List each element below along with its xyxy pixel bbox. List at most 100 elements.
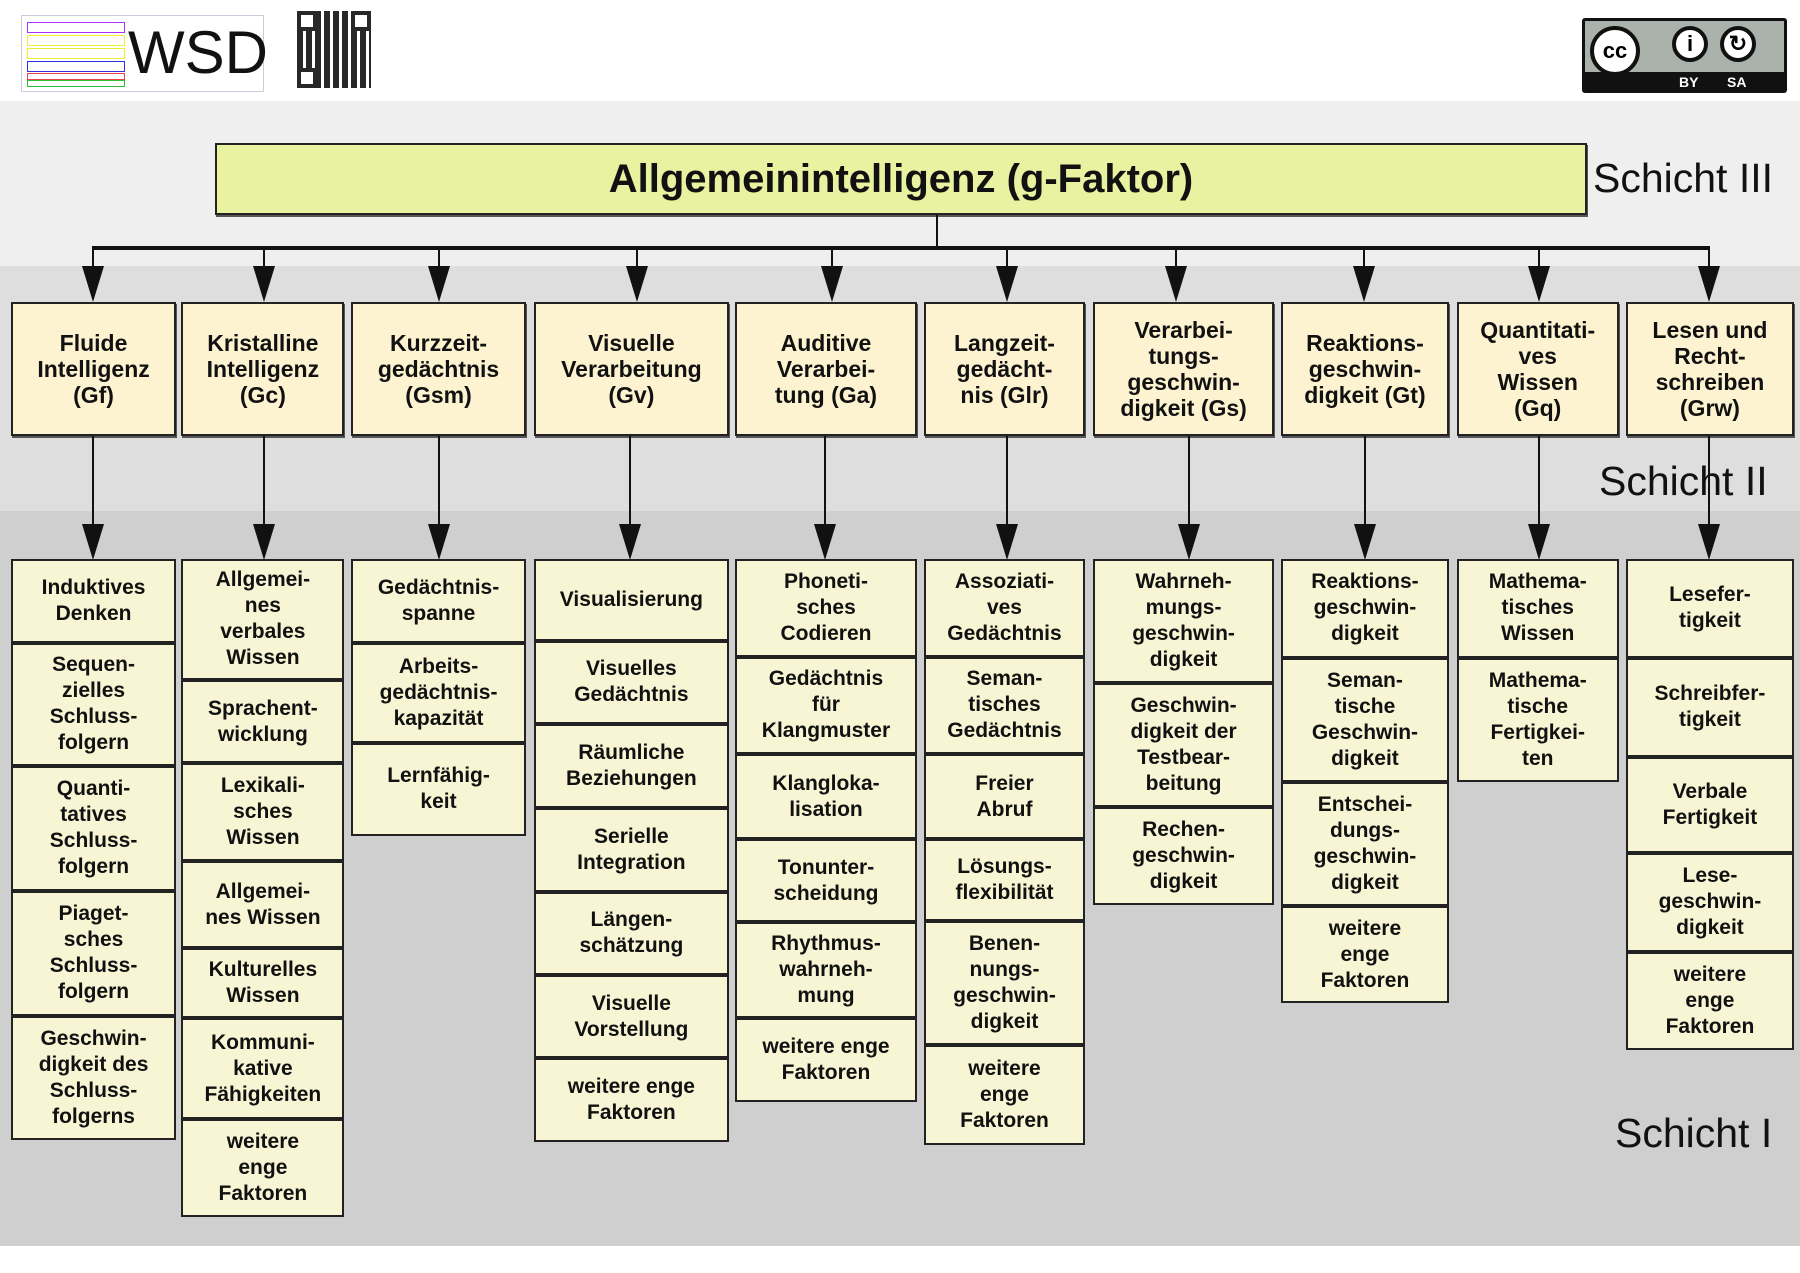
connector-line xyxy=(92,246,1710,250)
connector-line xyxy=(1708,248,1711,268)
narrow-ability-box: Kommuni- kative Fähigkeiten xyxy=(181,1018,345,1120)
narrow-ability-box: Sequen- zielles Schluss- folgern xyxy=(11,642,176,766)
thumb-row xyxy=(27,80,125,87)
share-alike-icon: ↻ xyxy=(1720,26,1756,62)
qr-finder xyxy=(297,68,317,88)
connector-line xyxy=(263,436,266,526)
narrow-ability-box: Geschwin- digkeit des Schluss- folgerns xyxy=(11,1015,176,1140)
narrow-ability-box: weitere enge Faktoren xyxy=(734,1018,918,1103)
narrow-ability-box: Tonunter- scheidung xyxy=(734,839,918,922)
connector-line xyxy=(1188,436,1191,526)
narrow-ability-box: Mathema- tisches Wissen xyxy=(1456,559,1619,658)
connector-line xyxy=(91,436,94,526)
arrow-head-icon xyxy=(427,266,450,302)
arrow-head-icon xyxy=(626,266,649,302)
narrow-ability-box: weitere enge Faktoren xyxy=(533,1058,729,1143)
narrow-ability-box: Sprachent- wicklung xyxy=(181,679,345,764)
narrow-ability-box: Visuelles Gedächtnis xyxy=(533,640,729,725)
arrow-head-icon xyxy=(1353,524,1376,560)
arrow-head-icon xyxy=(253,524,276,560)
thumb-row xyxy=(27,22,125,33)
connector-line xyxy=(1005,436,1008,526)
arrow-head-icon xyxy=(1528,524,1551,560)
narrow-ability-box: Induktives Denken xyxy=(11,559,176,643)
connector-line xyxy=(1538,436,1541,526)
g-factor-box: Allgemeinintelligenz (g-Faktor) xyxy=(215,143,1587,215)
narrow-ability-box: Lese- geschwin- digkeit xyxy=(1625,852,1795,952)
narrow-ability-box: Längen- schätzung xyxy=(533,891,729,975)
arrow-head-icon xyxy=(995,266,1018,302)
narrow-ability-box: Räumliche Beziehungen xyxy=(533,724,729,809)
sa-label: SA xyxy=(1727,74,1747,90)
connector-line xyxy=(1362,248,1365,268)
broad-ability-box: Auditive Verarbei- tung (Ga) xyxy=(734,302,918,436)
arrow-head-icon xyxy=(253,266,276,302)
narrow-ability-box: Klangloka- lisation xyxy=(734,754,918,840)
narrow-ability-box: weitere enge Faktoren xyxy=(181,1119,345,1217)
connector-line xyxy=(1708,436,1711,526)
broad-ability-box: Fluide Intelligenz (Gf) xyxy=(11,302,176,436)
narrow-ability-box: weitere enge Faktoren xyxy=(1625,951,1795,1051)
layer-label-1: Schicht I xyxy=(1615,1110,1773,1156)
arrow-head-icon xyxy=(427,524,450,560)
narrow-ability-box: Rhythmus- wahrneh- mung xyxy=(734,921,918,1019)
narrow-ability-box: Phoneti- sches Codieren xyxy=(734,559,918,657)
arrow-head-icon xyxy=(1528,266,1551,302)
arrow-head-icon xyxy=(1164,266,1187,302)
arrow-head-icon xyxy=(1352,266,1375,302)
narrow-ability-box: Lesefer- tigkeit xyxy=(1625,559,1795,658)
narrow-ability-box: Rechen- geschwin- digkeit xyxy=(1092,807,1275,905)
narrow-ability-box: Quanti- tatives Schluss- folgern xyxy=(11,765,176,891)
broad-ability-box: Langzeit- gedächt- nis (Glr) xyxy=(924,302,1085,436)
narrow-ability-box: Wahrneh- mungs- geschwin- digkeit xyxy=(1092,559,1275,684)
narrow-ability-box: Visuelle Vorstellung xyxy=(533,974,729,1059)
narrow-ability-box: weitere enge Faktoren xyxy=(1281,905,1449,1004)
connector-line xyxy=(636,248,639,268)
narrow-ability-box: Freier Abruf xyxy=(924,754,1085,840)
connector-line xyxy=(629,436,632,526)
broad-ability-box: Kristalline Intelligenz (Gc) xyxy=(181,302,345,436)
broad-ability-box: Verarbei- tungs- geschwin- digkeit (Gs) xyxy=(1092,302,1275,436)
layer-label-2: Schicht II xyxy=(1599,458,1768,504)
qr-code-icon xyxy=(297,11,371,88)
narrow-ability-box: Verbale Fertigkeit xyxy=(1625,756,1795,853)
arrow-head-icon xyxy=(1178,524,1201,560)
narrow-ability-box: Schreibfer- tigkeit xyxy=(1625,657,1795,757)
arrow-head-icon xyxy=(814,524,837,560)
qr-finder xyxy=(351,11,371,31)
broad-ability-box: Lesen und Recht- schreiben (Grw) xyxy=(1625,302,1795,436)
connector-line xyxy=(1538,248,1541,268)
connector-line xyxy=(263,248,266,268)
arrow-head-icon xyxy=(619,524,642,560)
thumb-row xyxy=(27,35,125,46)
narrow-ability-box: Lösungs- flexibilität xyxy=(924,839,1085,921)
narrow-ability-box: Mathema- tische Fertigkei- ten xyxy=(1456,657,1619,782)
narrow-ability-box: Piaget- sches Schluss- folgern xyxy=(11,890,176,1016)
connector-line xyxy=(824,436,827,526)
broad-ability-box: Kurzzeit- gedächtnis (Gsm) xyxy=(351,302,526,436)
logo-text: WSD xyxy=(128,19,268,86)
thumb-row xyxy=(27,61,125,72)
narrow-ability-box: Reaktions- geschwin- digkeit xyxy=(1281,559,1449,658)
attribution-icon: i xyxy=(1672,26,1708,62)
narrow-ability-box: Lernfähig- keit xyxy=(351,742,526,836)
narrow-ability-box: Arbeits- gedächtnis- kapazität xyxy=(351,642,526,743)
narrow-ability-box: Entschei- dungs- geschwin- digkeit xyxy=(1281,781,1449,906)
connector-line xyxy=(437,248,440,268)
narrow-ability-box: Gedächtnis- spanne xyxy=(351,559,526,643)
connector-line xyxy=(437,436,440,526)
arrow-head-icon xyxy=(81,524,104,560)
connector-line xyxy=(831,248,834,268)
thumb-row xyxy=(27,73,125,80)
narrow-ability-box: Seman- tische Geschwin- digkeit xyxy=(1281,657,1449,782)
connector-line xyxy=(1363,436,1366,526)
narrow-ability-box: weitere enge Faktoren xyxy=(924,1044,1085,1145)
arrow-head-icon xyxy=(821,266,844,302)
narrow-ability-box: Kulturelles Wissen xyxy=(181,948,345,1019)
narrow-ability-box: Allgemei- nes Wissen xyxy=(181,861,345,949)
thumb-row xyxy=(27,48,125,59)
wsd-logo: WSD xyxy=(21,15,268,92)
narrow-ability-box: Allgemei- nes verbales Wissen xyxy=(181,559,345,680)
narrow-ability-box: Lexikali- sches Wissen xyxy=(181,763,345,861)
